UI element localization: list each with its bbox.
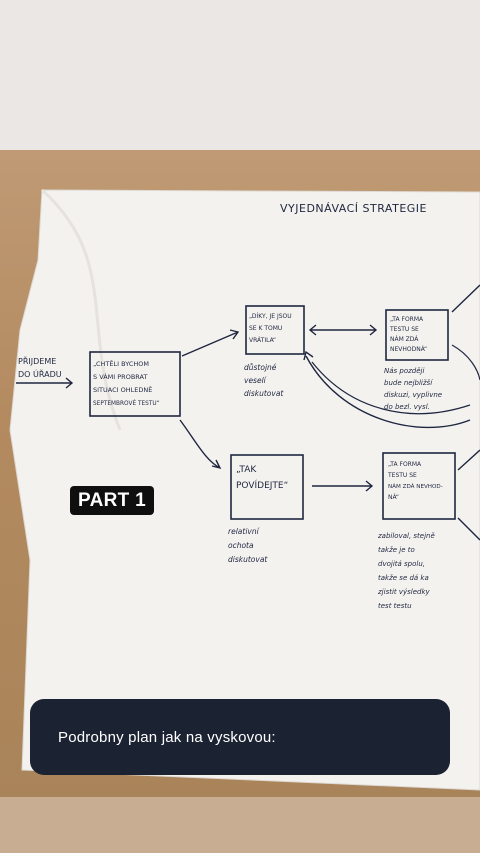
box-right-bottom-note-2: takže je to <box>378 546 415 554</box>
box-top-line-3: VRÁTILA“ <box>249 337 276 344</box>
box-right-bottom-note-1: zabiloval, stejně <box>377 532 435 540</box>
box-right-top-note: Nás později bude nejbližší diskuzi, vypl… <box>384 367 442 411</box>
arrow-main-to-top <box>181 329 240 357</box>
box-right-bottom-note-6: test testu <box>378 602 412 610</box>
caption-text: Podrobny plan jak na vyskovou: <box>58 728 276 746</box>
box-right-bottom <box>382 452 456 520</box>
start-label-line-1: PŘIJDEME <box>18 356 56 366</box>
box-right-bottom-note: zabiloval, stejně takže je to dvojitá sp… <box>377 532 435 610</box>
start-label: PŘIJDEME DO ÚŘADU <box>18 356 62 379</box>
box-bottom-line-1: „TAK <box>236 465 257 475</box>
box-right-bottom-note-5: zjistit výsledky <box>377 588 431 596</box>
caption-box: Podrobny plan jak na vyskovou: <box>30 699 450 775</box>
start-label-line-2: DO ÚŘADU <box>18 368 62 379</box>
box-top-line-2: SE K TOMU <box>249 325 282 332</box>
arrow-offpage-top <box>451 284 480 313</box>
loop-arrow-back-2 <box>311 361 471 415</box>
box-bottom-note: relativní ochota diskutovat <box>228 527 268 564</box>
box-bottom-note-1: relativní <box>228 527 260 536</box>
diagram-title: VYJEDNÁVACÍ STRATEGIE <box>280 202 427 215</box>
paper-crease <box>40 188 122 431</box>
box-right-top-note-2: bude nejbližší <box>384 379 433 387</box>
box-right-bottom-line-3: NÁM ZDÁ NEVHOD- <box>388 483 443 490</box>
box-top-note-2: veselí <box>244 376 267 385</box>
box-right-bottom-note-3: dvojitá spolu, <box>378 560 425 568</box>
box-bottom-line-2: POVÍDEJTE“ <box>236 479 288 491</box>
arrow-start-to-main <box>16 377 74 389</box>
box-right-bottom-note-4: takže se dá ka <box>378 574 429 582</box>
box-main-line-4: SEPTEMBROVÉ TESTU“ <box>93 399 160 407</box>
box-bottom-note-2: ochota <box>228 541 254 550</box>
part-badge: PART 1 <box>70 486 154 515</box>
box-top-note-1: důstojné <box>244 363 277 372</box>
box-main-line-2: S VÁMI PROBRAT <box>93 372 147 381</box>
box-right-top-note-4: do bezl. vysl. <box>384 403 430 411</box>
box-right-top-line-2: TESTU SE <box>389 326 419 333</box>
arrow-offpage-mid <box>451 344 480 381</box>
arrow-main-to-bottom <box>179 419 222 470</box>
box-right-bottom-line-2: TESTU SE <box>387 472 417 479</box>
box-right-bottom-line-1: „TA FORMA <box>388 461 422 468</box>
arrow-top-to-right <box>308 324 378 336</box>
box-main <box>89 351 181 417</box>
box-right-bottom-text: „TA FORMA TESTU SE NÁM ZDÁ NEVHOD- NÁ“ <box>387 461 443 501</box>
bottom-background <box>0 797 480 853</box>
box-main-line-1: „CHTĚLI BYCHOM <box>93 359 149 368</box>
box-bottom-note-3: diskutovat <box>228 555 268 564</box>
box-top-note-3: diskutovat <box>244 389 284 398</box>
box-bottom <box>230 454 304 520</box>
box-main-line-3: SITUACI OHLEDNĚ <box>93 385 152 394</box>
box-right-top-line-4: NEVHODNÁ“ <box>390 346 427 353</box>
paper-sheet <box>9 189 480 791</box>
box-right-bottom-line-4: NÁ“ <box>388 494 399 501</box>
top-background <box>0 0 480 150</box>
box-top-note: důstojné veselí diskutovat <box>244 363 284 398</box>
box-top-text: „DÍKY, JE JSOU SE K TOMU VRÁTILA“ <box>249 313 292 344</box>
loop-arrow-back <box>305 355 471 429</box>
arrow-offpage-bottom-2 <box>457 517 480 541</box>
box-right-top-line-3: NÁM ZDÁ <box>390 336 419 343</box>
arrow-offpage-bottom-1 <box>457 449 480 471</box>
box-right-top <box>385 309 449 361</box>
arrow-bottom-to-right <box>312 480 374 492</box>
box-right-top-note-3: diskuzi, vyplivne <box>384 391 442 399</box>
box-right-top-note-1: Nás později <box>384 367 424 375</box>
box-top-line-1: „DÍKY, JE JSOU <box>249 313 292 320</box>
loop-arrowhead <box>303 350 314 361</box>
box-top <box>245 305 305 355</box>
box-right-top-text: „TA FORMA TESTU SE NÁM ZDÁ NEVHODNÁ“ <box>389 316 427 353</box>
box-bottom-text: „TAK POVÍDEJTE“ <box>236 465 288 491</box>
box-main-text: „CHTĚLI BYCHOM S VÁMI PROBRAT SITUACI OH… <box>93 359 160 407</box>
box-right-top-line-1: „TA FORMA <box>390 316 424 323</box>
